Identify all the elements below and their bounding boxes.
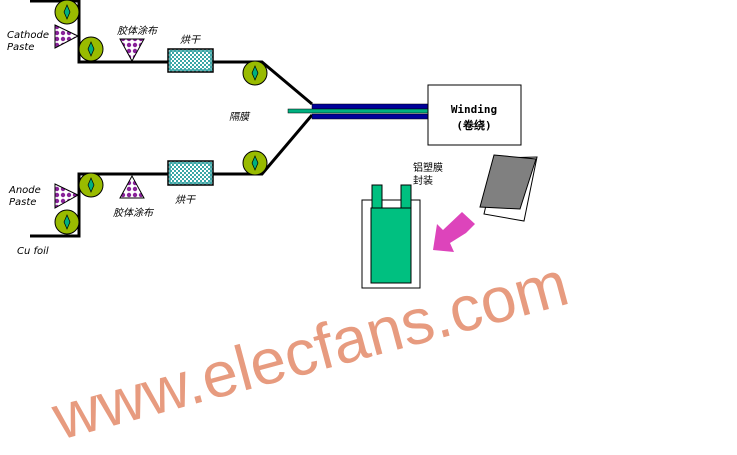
coating-label-top: 胶体涂布 (117, 25, 159, 37)
laminate-film-icon (479, 154, 537, 210)
separator-film (287, 108, 429, 114)
roller-icon (78, 172, 104, 198)
winding-label: Winding (451, 103, 497, 116)
cathode-paste-label-2: Paste (7, 42, 34, 53)
packaging-label: 铝塑膜 (413, 162, 443, 174)
roller-icon (78, 36, 104, 62)
roller-icon (242, 60, 268, 86)
coating-label-bottom: 胶体涂布 (113, 207, 155, 219)
dryer-top-inner (169, 50, 212, 71)
anode-paste-label: Anode (8, 185, 41, 196)
roller-icon (54, 0, 80, 25)
cell-tab (371, 184, 383, 209)
cell-tab (400, 184, 412, 209)
arrow-icon (433, 212, 475, 252)
cathode-paste-label: Cathode (7, 30, 49, 41)
anode-web (30, 114, 314, 238)
winding-label-cn: (卷绕) (456, 118, 491, 132)
winding-box (427, 84, 522, 146)
separator-label: 隔膜 (229, 111, 251, 123)
packaging-label-2: 封装 (413, 174, 433, 187)
dryer-bottom-inner (169, 162, 212, 184)
roller-icon (242, 150, 268, 176)
cell-body (370, 207, 412, 284)
dryer-top-icon (167, 48, 214, 73)
coater-bottom-icon (119, 174, 145, 199)
watermark: www.elecfans.com (44, 247, 576, 454)
electrode-layer (311, 113, 429, 120)
drying-label-top: 烘干 (180, 34, 201, 46)
coater-top-icon (119, 38, 145, 63)
anode-paste-hopper-icon (54, 183, 80, 209)
roller-icon (54, 209, 80, 235)
drying-label-bottom: 烘干 (175, 194, 196, 206)
electrode-layer (311, 103, 429, 110)
dryer-bottom-icon (167, 160, 214, 186)
cathode-paste-hopper-icon (54, 24, 80, 49)
cu-foil-label: Cu foil (17, 246, 49, 257)
anode-paste-label-2: Paste (9, 197, 36, 208)
